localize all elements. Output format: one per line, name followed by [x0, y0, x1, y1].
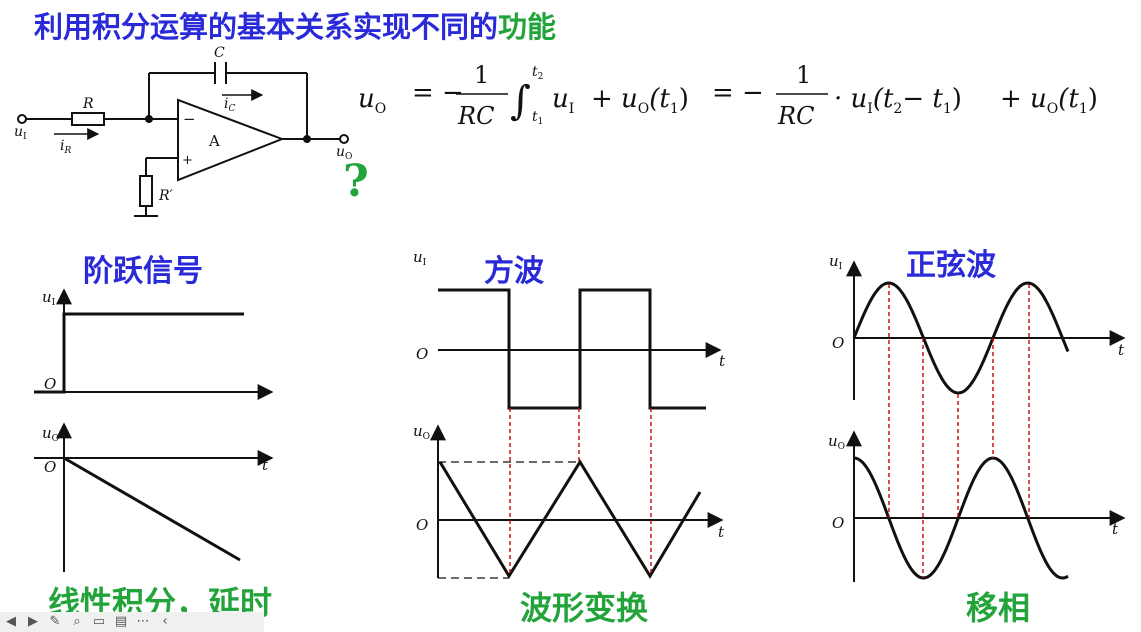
square-origin-2: O [416, 516, 428, 534]
sine-origin: O [832, 334, 844, 352]
label-c: C [214, 45, 225, 61]
step-origin: O [44, 375, 56, 393]
label-ui: uI [14, 124, 27, 142]
square-uo-label: uO [413, 422, 430, 442]
op-amp [177, 98, 285, 182]
square-t-label-2: t [718, 523, 725, 541]
slide-title: 利用积分运算的基本关系实现不同的功能 [34, 4, 556, 46]
sine-ui-label: uI [829, 252, 843, 272]
integration-formula: uO = − 1 RC ∫ t2 t1 uI + uO(t1) = − 1 RC… [358, 61, 1098, 130]
label-minus: − [183, 110, 196, 128]
pen-icon[interactable]: ✎ [49, 614, 61, 629]
label-uo: uO [336, 144, 352, 162]
subtitle-icon[interactable]: ▤ [114, 614, 128, 629]
step-output-plot [34, 422, 274, 572]
presentation-toolbar: ◀ ▶ ✎ ⌕ ▭ ▤ ⋯ ‹ [0, 612, 264, 632]
integral-upper: t2 [532, 64, 543, 82]
square-output-plot [430, 424, 724, 579]
circuit-labels: uI R iR C iC R′ A − + uO [14, 45, 352, 204]
sine-output-plot [846, 430, 1126, 582]
formula-num: 1 [474, 61, 489, 89]
collapse-icon[interactable]: ‹ [162, 614, 168, 629]
square-origin: O [416, 345, 428, 363]
question-mark: ? [343, 156, 369, 207]
integrator-circuit [17, 62, 349, 217]
square-ui-label: uI [413, 248, 427, 268]
integral-sign: ∫ [510, 78, 531, 124]
formula-eq2: = − [712, 78, 764, 108]
more-icon[interactable]: ⋯ [136, 614, 150, 629]
output-node [303, 135, 311, 143]
step-t-label: t [262, 456, 269, 474]
sine-guides [888, 284, 1030, 578]
square-guides [509, 408, 652, 576]
sine-t-label-2: t [1112, 520, 1119, 538]
square-t-label: t [719, 352, 726, 370]
formula-ui: uI [552, 84, 574, 117]
input-terminal [17, 114, 27, 124]
label-sine: 正弦波 [906, 248, 996, 283]
step-input-plot [34, 288, 274, 400]
title-accent: 功能 [498, 10, 557, 44]
title-main: 利用积分运算的基本关系实现不同的 [34, 10, 499, 44]
formula-den2: RC [777, 102, 814, 130]
sine-input-plot [846, 260, 1126, 400]
formula-uo-t1: + uO(t1) [591, 84, 689, 117]
label-ic: iC [224, 96, 235, 114]
sine-uo-label: uO [828, 432, 845, 452]
square-input-plot [438, 288, 722, 410]
label-rprime: R′ [158, 188, 174, 204]
step-ui-label: uI [42, 288, 56, 308]
label-ir: iR [60, 138, 71, 156]
step-origin-2: O [44, 458, 56, 476]
zoom-icon[interactable]: ⌕ [73, 614, 81, 629]
label-r: R [82, 96, 94, 112]
prev-slide-icon[interactable]: ◀ [6, 614, 16, 629]
step-uo-label: uO [42, 424, 59, 444]
sine-t-label: t [1118, 341, 1125, 359]
formula-rhs-uo: + uO(t1) [1000, 84, 1098, 117]
label-step: 阶跃信号 [83, 254, 203, 289]
next-slide-icon[interactable]: ▶ [28, 614, 38, 629]
slides-icon[interactable]: ▭ [92, 614, 106, 629]
caption-sine: 移相 [966, 589, 1031, 627]
output-terminal [339, 134, 349, 144]
caption-square: 波形变换 [520, 589, 649, 627]
formula-lhs: uO [358, 84, 386, 117]
integral-lower: t1 [532, 109, 543, 127]
sine-origin-2: O [832, 514, 844, 532]
label-amp: A [208, 132, 220, 150]
formula-rhs-ui: · uI(t2− t1) [834, 84, 962, 117]
label-square: 方波 [484, 254, 544, 289]
formula-eq: = − [412, 78, 464, 108]
resistor-rprime [139, 175, 153, 207]
formula-num2: 1 [796, 61, 811, 89]
label-plus: + [182, 153, 193, 168]
resistor-r [71, 112, 105, 126]
formula-den: RC [457, 102, 494, 130]
